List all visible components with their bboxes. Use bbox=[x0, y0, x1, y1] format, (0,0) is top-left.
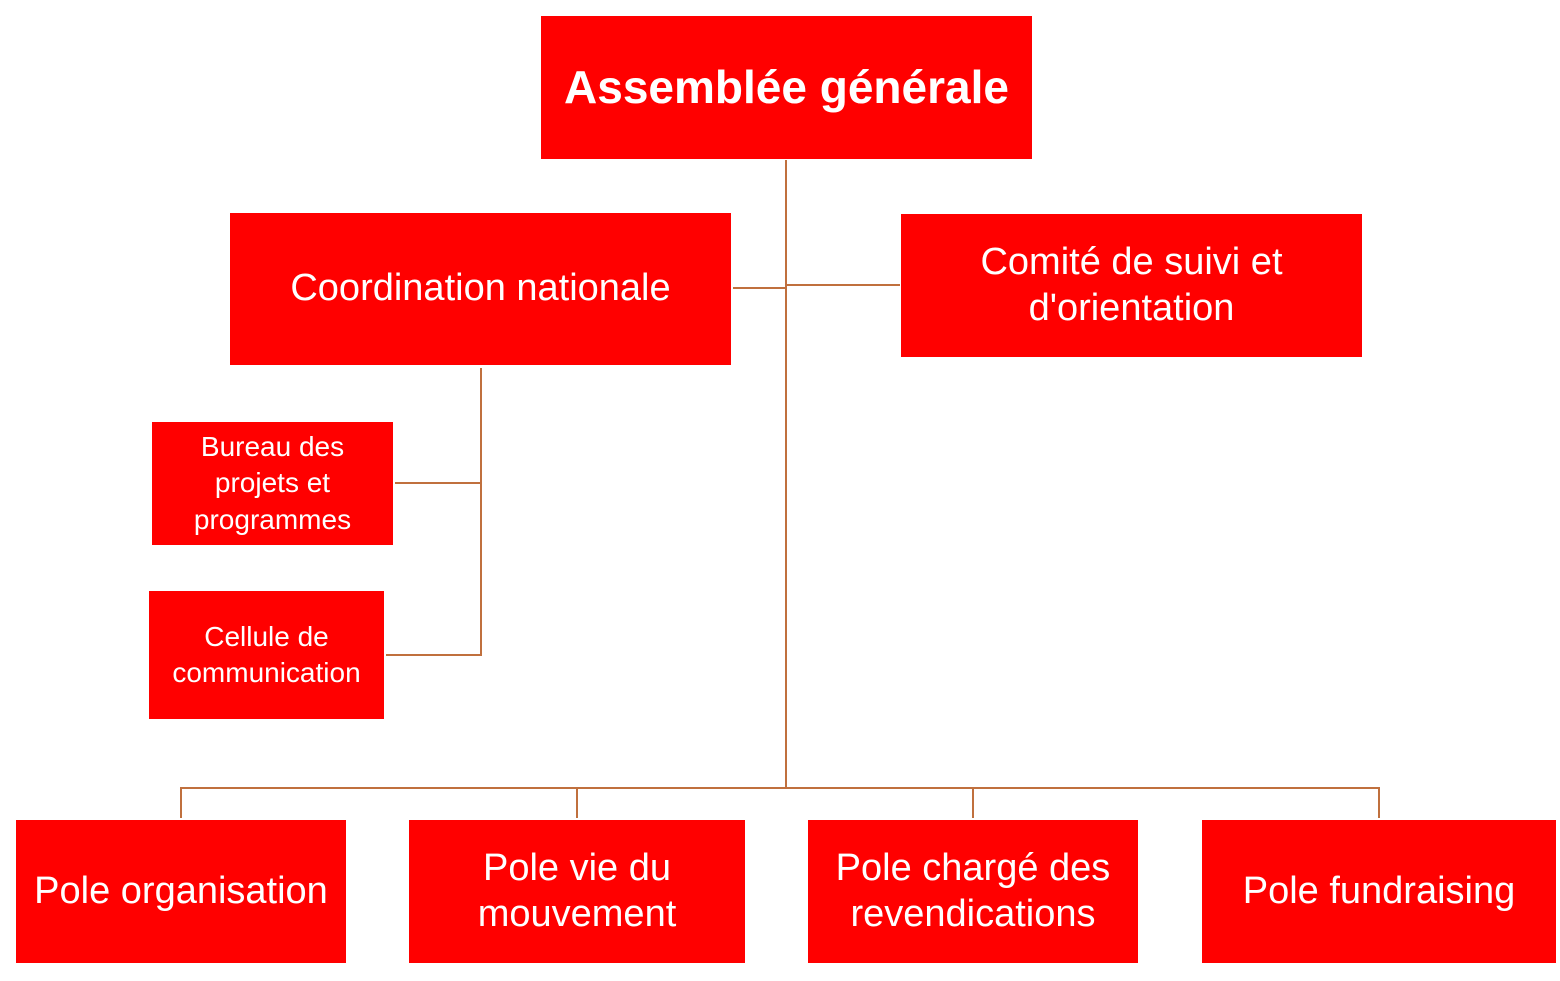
node-coordination-nationale-label: Coordination nationale bbox=[290, 267, 671, 310]
node-cellule-communication: Cellule de communication bbox=[149, 591, 384, 719]
node-pole-revendications: Pole chargé des revendications bbox=[808, 820, 1138, 963]
node-comite-suivi-orientation: Comité de suivi et d'orientation bbox=[901, 214, 1362, 357]
node-bureau-projets-programmes: Bureau des projets et programmes bbox=[152, 422, 393, 545]
node-pole-fundraising-label: Pole fundraising bbox=[1242, 869, 1516, 912]
node-pole-fundraising: Pole fundraising bbox=[1202, 820, 1556, 963]
node-pole-vie-mouvement-label: Pole vie du mouvement bbox=[477, 846, 677, 935]
node-assemblee-generale-label: Assemblée générale bbox=[564, 60, 1009, 113]
node-assemblee-generale: Assemblée générale bbox=[541, 16, 1032, 159]
node-pole-organisation: Pole organisation bbox=[16, 820, 346, 963]
node-pole-organisation-label: Pole organisation bbox=[34, 869, 328, 912]
node-cellule-communication-label: Cellule de communication bbox=[172, 620, 361, 688]
node-pole-vie-mouvement: Pole vie du mouvement bbox=[409, 820, 745, 963]
node-bureau-projets-programmes-label: Bureau des projets et programmes bbox=[193, 430, 352, 535]
node-coordination-nationale: Coordination nationale bbox=[230, 213, 731, 365]
node-pole-revendications-label: Pole chargé des revendications bbox=[835, 846, 1111, 935]
node-comite-suivi-orientation-label: Comité de suivi et d'orientation bbox=[980, 240, 1283, 329]
